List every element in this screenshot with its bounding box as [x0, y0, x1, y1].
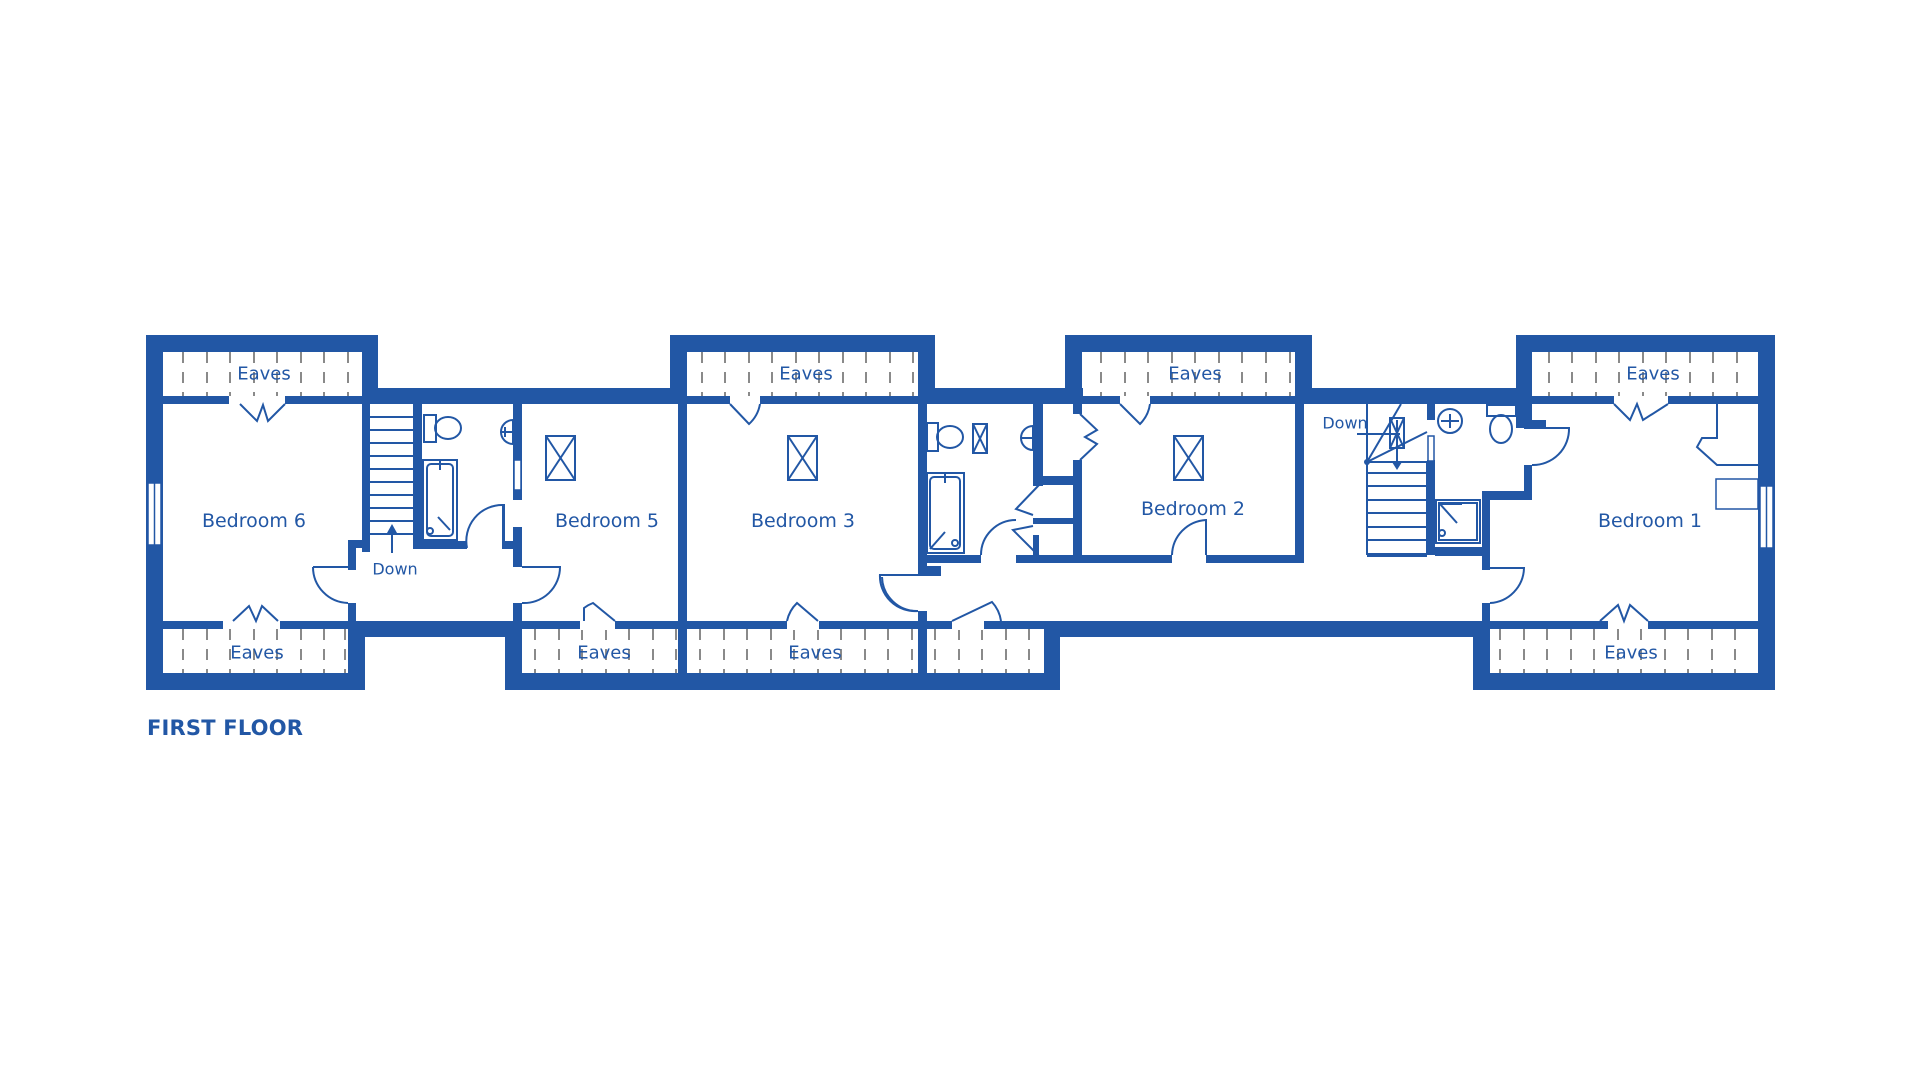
staircase-right	[1357, 403, 1428, 557]
stairs-down-label: Down	[1322, 413, 1368, 433]
eaves-hatching	[182, 352, 1738, 673]
eaves-label: Eaves	[788, 642, 842, 664]
eaves-label: Eaves	[1168, 363, 1222, 385]
room-label-bedroom-3: Bedroom 3	[750, 510, 856, 532]
eaves-label: Eaves	[577, 642, 631, 664]
room-label-bedroom-5: Bedroom 5	[554, 510, 660, 532]
windows	[147, 435, 1774, 549]
staircase-left	[370, 416, 413, 553]
room-label-bedroom-6: Bedroom 6	[201, 510, 307, 532]
room-label-bedroom-1: Bedroom 1	[1597, 510, 1703, 532]
stairs-down-label: Down	[372, 559, 418, 579]
floor-title: FIRST FLOOR	[147, 716, 304, 740]
bathroom-fixtures	[422, 404, 1517, 554]
eaves-label: Eaves	[1604, 642, 1658, 664]
eaves-label: Eaves	[237, 363, 291, 385]
doors	[232, 401, 1758, 624]
eaves-label: Eaves	[230, 642, 284, 664]
eaves-label: Eaves	[779, 363, 833, 385]
room-label-bedroom-2: Bedroom 2	[1140, 498, 1246, 520]
eaves-label: Eaves	[1626, 363, 1680, 385]
